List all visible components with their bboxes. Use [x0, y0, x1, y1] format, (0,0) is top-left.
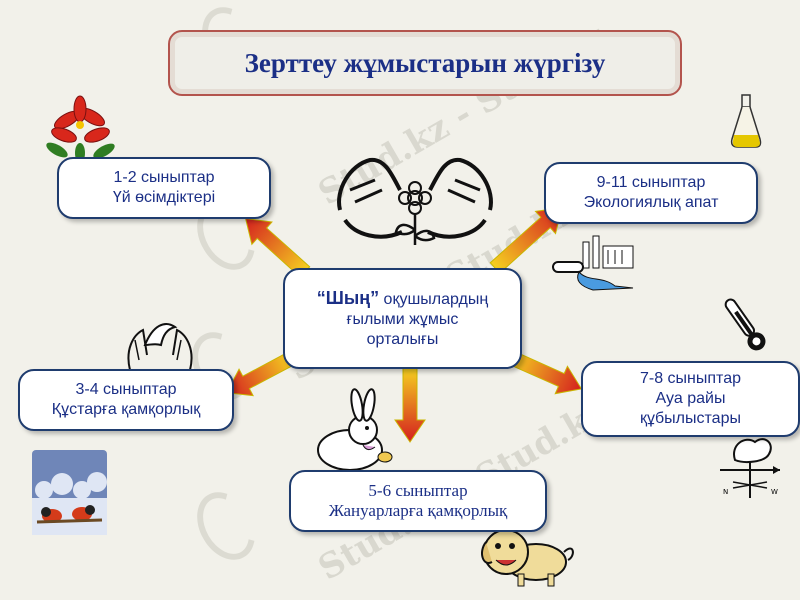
poinsettia-icon: [46, 95, 115, 163]
hands-flower-icon: [337, 157, 493, 245]
center-line1: “Шың” оқушылардың: [317, 288, 488, 310]
factory-pollution-icon: [552, 235, 634, 291]
node-line2: Жануарларға қамқорлық: [328, 501, 508, 520]
center-line2: ғылыми жұмыс: [346, 310, 459, 328]
node-grade-3-4: 3-4 сыныптар Құстарға қамқорлық: [18, 369, 234, 431]
center-highlight: Шың: [325, 287, 371, 308]
node-line2: Экологиялық апат: [583, 194, 719, 211]
hands-bird-icon: [127, 323, 193, 371]
svg-text:W: W: [771, 488, 778, 496]
weather-vane-icon: N W: [720, 438, 780, 498]
node-line1: 1-2 сыныптар: [113, 169, 215, 186]
center-line1-rest: оқушылардың: [379, 290, 489, 308]
node-line1: 9-11 сыныптар: [596, 174, 706, 191]
node-line2: Ауа райы: [655, 390, 726, 407]
arrow-to-1-2: [244, 217, 311, 278]
winter-birds-icon: [32, 450, 107, 535]
node-line1: 5-6 сыныптар: [368, 481, 468, 500]
page-title: Зерттеу жұмыстарын жүргізу: [244, 47, 606, 78]
node-center: “Шың” оқушылардың ғылыми жұмыс орталығы: [283, 268, 522, 369]
rabbit-icon: [317, 388, 393, 471]
arrow-to-7-8: [508, 350, 583, 395]
center-line3: орталығы: [366, 330, 439, 348]
node-line2: Үй өсімдіктері: [112, 189, 216, 206]
center-quote-close: ”: [370, 287, 380, 308]
arrow-to-5-6: [394, 367, 426, 443]
node-line2: Құстарға қамқорлық: [51, 401, 201, 418]
center-quote-open: “: [316, 287, 326, 308]
node-grade-5-6: 5-6 сыныптар Жануарларға қамқорлық: [289, 470, 547, 532]
dog-icon: [481, 529, 574, 587]
node-grade-1-2: 1-2 сыныптар Үй өсімдіктері: [57, 157, 271, 219]
title-banner: Зерттеу жұмыстарын жүргізу: [168, 30, 682, 96]
node-line1: 7-8 сыныптар: [639, 370, 741, 387]
flask-icon: [730, 94, 762, 148]
node-line3: құбылыстары: [640, 410, 741, 427]
node-grade-9-11: 9-11 сыныптар Экологиялық апат: [544, 162, 758, 224]
svg-text:N: N: [723, 488, 728, 496]
thermometer-icon: [724, 298, 766, 351]
node-line1: 3-4 сыныптар: [75, 381, 177, 398]
node-grade-7-8: 7-8 сыныптар Ауа райы құбылыстары: [581, 361, 800, 437]
